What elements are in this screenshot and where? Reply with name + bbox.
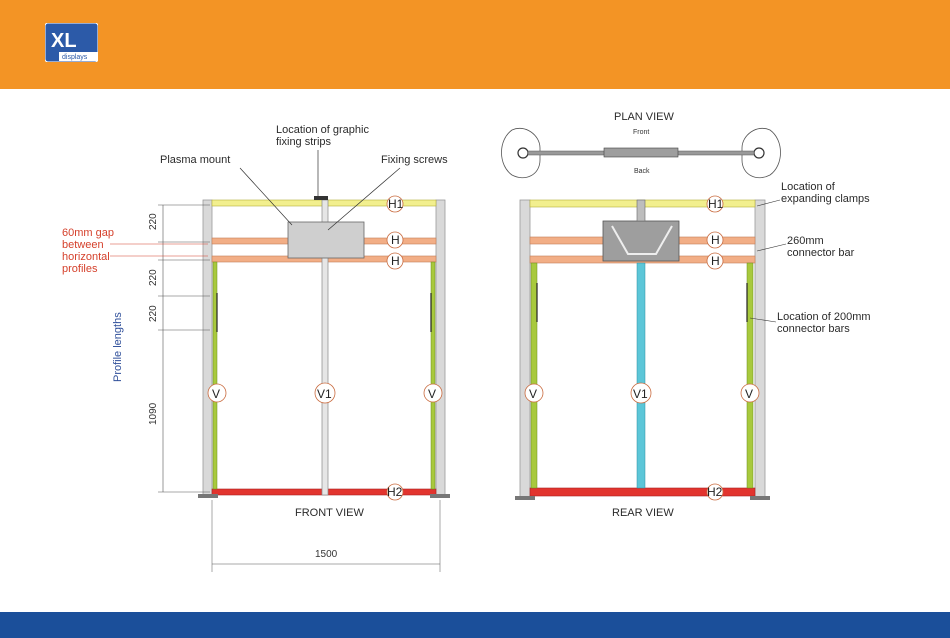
plan-mount [603, 147, 679, 158]
front-plasma-mount [287, 221, 365, 259]
logo-subtext: displays [62, 54, 88, 61]
header-bar [0, 0, 950, 89]
front-marker-v-right: V [428, 387, 436, 401]
plan-left-foot [501, 128, 541, 179]
dim-1090: 1090 [148, 402, 159, 425]
gap-note-line2: between [62, 239, 104, 251]
rear-view: H1 H H H2 V V1 V Location of expanding c… [515, 181, 871, 519]
front-bar-h1 [211, 199, 437, 207]
plan-front-label: Front [633, 129, 649, 136]
gap-note-line3: horizontal [62, 251, 110, 263]
front-marker-h-b: H [391, 254, 400, 268]
front-marker-h-a: H [391, 233, 400, 247]
rear-bar-h-a [529, 236, 756, 245]
front-profile-v1 [321, 199, 329, 496]
callout-clamps-line1: Location of [781, 181, 836, 193]
gap-note-line1: 60mm gap [62, 227, 114, 239]
dim-220-c: 220 [148, 305, 159, 322]
dim-220-b: 220 [148, 269, 159, 286]
callout-260-line2: connector bar [787, 247, 855, 259]
callout-260-line1: 260mm [787, 235, 824, 247]
front-profile-v-left [212, 261, 218, 490]
dim-220-a: 220 [148, 213, 159, 230]
rear-bar-h2 [529, 487, 756, 497]
callout-plasma: Plasma mount [160, 154, 230, 166]
front-bar-h2 [211, 488, 437, 496]
rear-profile-v-right [746, 262, 754, 489]
callout-screws: Fixing screws [381, 154, 448, 166]
rear-marker-v-left: V [529, 387, 537, 401]
callout-200-line1: Location of 200mm [777, 311, 871, 323]
dim-1500: 1500 [315, 549, 338, 560]
front-view-title: FRONT VIEW [295, 507, 364, 519]
rear-marker-h-b: H [711, 254, 720, 268]
profile-lengths-label: Profile lengths [112, 312, 124, 382]
rear-marker-h-a: H [711, 233, 720, 247]
front-post-right [435, 199, 446, 497]
plan-view: PLAN VIEW Front Back [501, 111, 781, 179]
rear-marker-h1: H1 [708, 197, 724, 211]
callout-clamps-line2: expanding clamps [781, 193, 870, 205]
rear-bar-h-b [529, 255, 756, 264]
rear-marker-h2: H2 [707, 485, 723, 499]
rear-marker-v1: V1 [633, 387, 648, 401]
plan-view-title: PLAN VIEW [614, 111, 675, 123]
footer-bar [0, 612, 950, 638]
front-post-left [202, 199, 213, 497]
rear-profile-v-left [530, 262, 538, 489]
callout-200-line2: connector bars [777, 323, 850, 335]
front-view: Location of graphic fixing strips Plasma… [62, 124, 450, 572]
rear-marker-v-right: V [745, 387, 753, 401]
front-marker-h2: H2 [387, 485, 403, 499]
plan-rail [527, 150, 755, 156]
rear-post-right [754, 199, 766, 499]
rear-post-left [519, 199, 531, 499]
front-marker-v-left: V [212, 387, 220, 401]
front-profile-v-right [430, 261, 436, 490]
rear-bar-h1 [529, 199, 756, 208]
rear-plasma-bracket [602, 220, 680, 262]
plan-back-label: Back [634, 168, 650, 175]
gap-note-line4: profiles [62, 263, 98, 275]
front-marker-h1: H1 [388, 197, 404, 211]
rear-profile-v1 [636, 262, 646, 489]
plan-right-foot [741, 128, 781, 179]
front-bar-h-b [211, 255, 437, 263]
logo-text: XL [51, 30, 77, 52]
callout-graphic-line1: Location of graphic [276, 124, 369, 136]
callout-graphic-line2: fixing strips [276, 136, 332, 148]
xl-displays-logo: XL displays [45, 23, 98, 62]
front-bar-h-a [211, 237, 437, 245]
front-marker-v1: V1 [317, 387, 332, 401]
rear-view-title: REAR VIEW [612, 507, 674, 519]
